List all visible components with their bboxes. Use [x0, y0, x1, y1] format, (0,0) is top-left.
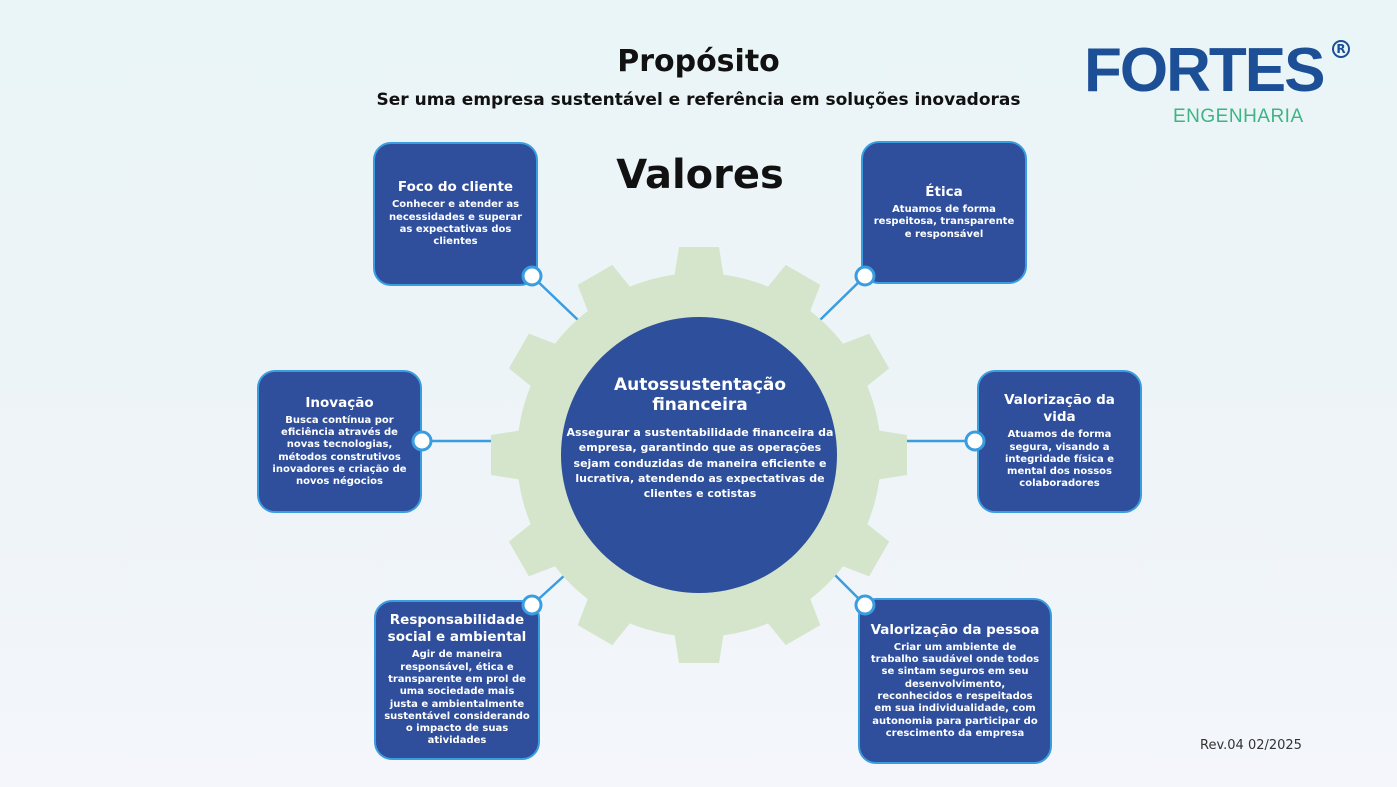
- value-title: Valorização da pessoa: [870, 621, 1040, 638]
- center-description: Assegurar a sustentabilidade financeira …: [566, 426, 834, 501]
- gear-tooth: [491, 429, 529, 481]
- value-title: Inovação: [305, 394, 374, 411]
- connector-line: [531, 574, 566, 606]
- gear-tooth: [869, 429, 907, 481]
- company-logo: FORTES ENGENHARIA R: [1080, 40, 1370, 132]
- gear-tooth: [833, 333, 890, 393]
- gear-tooth: [508, 333, 565, 393]
- value-description: Atuamos de forma segura, visando a integ…: [1004, 429, 1115, 490]
- gear-tooth: [577, 589, 637, 646]
- center-circle: [561, 317, 837, 593]
- registered-mark: R: [1332, 40, 1350, 58]
- revision-label: Rev.04 02/2025: [1200, 738, 1302, 753]
- value-title: Valorização da vida: [1004, 392, 1115, 426]
- gear-tooth: [673, 247, 725, 285]
- value-card-responsabilidade: Responsabilidade social e ambiental Agir…: [374, 600, 540, 760]
- gear-tooth: [508, 517, 565, 577]
- value-description: Busca contínua por eficiência através de…: [272, 414, 407, 488]
- gear-tooth: [577, 264, 637, 321]
- connector-line: [834, 574, 866, 606]
- connector-line: [819, 275, 866, 321]
- purpose-statement: Ser uma empresa sustentável e referência…: [376, 90, 1021, 110]
- logo-main: FORTES: [1084, 36, 1325, 105]
- page-title: Propósito: [617, 44, 780, 79]
- connector-line: [531, 275, 579, 321]
- value-description: Conhecer e atender as necessidades e sup…: [388, 199, 523, 248]
- values-heading: Valores: [616, 152, 784, 198]
- value-card-etica: Ética Atuamos de forma respeitosa, trans…: [861, 141, 1027, 284]
- logo-sub: ENGENHARIA: [1173, 106, 1304, 127]
- value-description: Atuamos de forma respeitosa, transparent…: [873, 204, 1015, 240]
- gear-tooth: [761, 264, 821, 321]
- value-description: Agir de maneira responsável, ética e tra…: [384, 649, 530, 747]
- gear-tooth: [673, 625, 725, 663]
- gear-tooth: [833, 517, 890, 577]
- center-value: Autossustentação financeira Assegurar a …: [565, 375, 835, 501]
- gear-tooth: [761, 589, 821, 646]
- value-card-valorizacao-pessoa: Valorização da pessoa Criar um ambiente …: [858, 598, 1052, 764]
- value-card-foco-cliente: Foco do cliente Conhecer e atender as ne…: [373, 142, 538, 286]
- value-title: Ética: [925, 184, 963, 201]
- value-card-valorizacao-vida: Valorização da vida Atuamos de forma seg…: [977, 370, 1142, 513]
- value-card-inovacao: Inovação Busca contínua por eficiência a…: [257, 370, 422, 513]
- value-title: Foco do cliente: [397, 179, 514, 196]
- value-description: Criar um ambiente de trabalho saudável o…: [870, 641, 1040, 739]
- center-title: Autossustentação financeira: [613, 375, 787, 415]
- value-title: Responsabilidade social e ambiental: [387, 612, 527, 646]
